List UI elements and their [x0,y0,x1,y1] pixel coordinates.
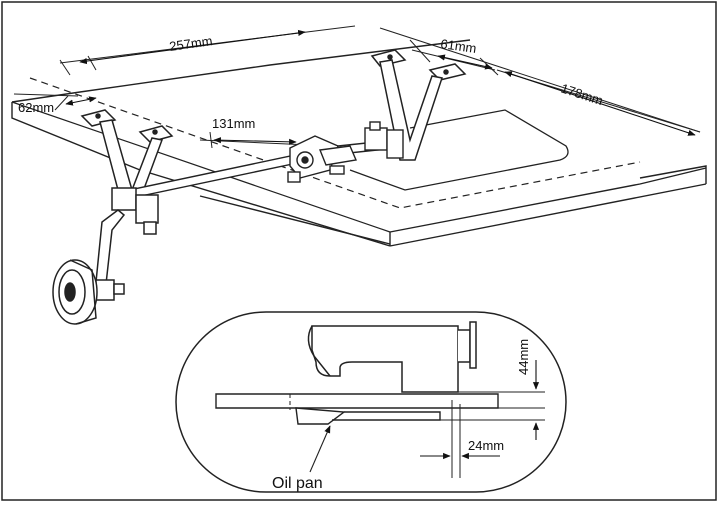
label-dim-178: 178mm [559,81,605,109]
table-top [11,39,707,247]
label-oil-pan: Oil pan [272,475,323,492]
label-dim-44: 44mm [516,339,531,375]
oil-pan-leader [309,425,331,473]
right-clamp [364,121,404,159]
arrow-178 [504,71,696,136]
knee-pad [52,259,98,325]
arrow-131 [213,137,297,145]
rod-joint [287,135,357,183]
arrow-257 [79,29,306,65]
oil-pan [295,407,441,425]
knee-lifter-rod [119,139,397,201]
inset-dimension-lines [440,391,545,478]
table-bed [215,393,499,409]
label-dim-24: 24mm [468,438,504,453]
hidden-edge [29,77,641,209]
label-dim-131: 131mm [212,116,255,131]
arrow-61 [437,54,493,70]
sewing-machine-head [307,321,477,393]
knee-lever-mechanism [95,187,159,301]
machine-cutout [349,109,569,191]
arrow-62 [65,96,97,106]
label-dim-61: 61mm [440,36,478,56]
label-dim-62: 62mm [18,100,54,115]
label-dim-257: 257mm [168,33,213,54]
